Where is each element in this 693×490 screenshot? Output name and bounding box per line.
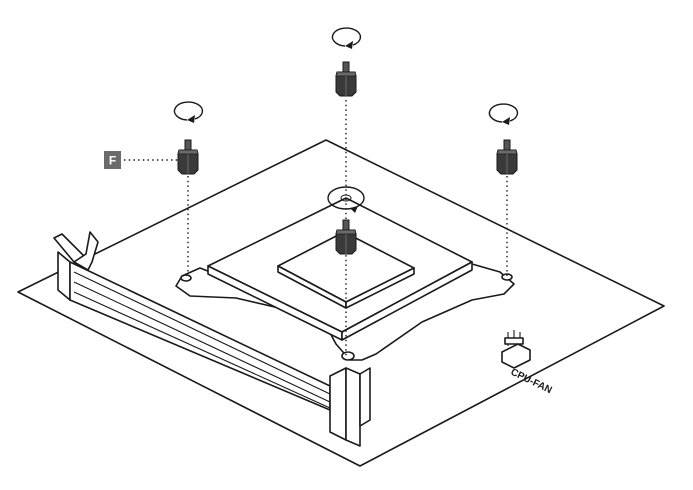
rotate-arrow-icon	[331, 27, 362, 50]
rotate-arrow-icon	[327, 186, 365, 213]
standoff-right	[496, 139, 518, 175]
memory-slots	[53, 231, 371, 447]
callout-f: F	[104, 151, 121, 169]
cpu-fan-connector	[501, 330, 531, 369]
cpu-bracket	[175, 197, 515, 361]
callout-label: F	[109, 154, 116, 168]
standoff-left	[177, 139, 199, 175]
rotate-arrow-icon	[173, 101, 204, 124]
rotate-arrow-icon	[488, 103, 519, 126]
standoff-top-center	[335, 61, 357, 97]
